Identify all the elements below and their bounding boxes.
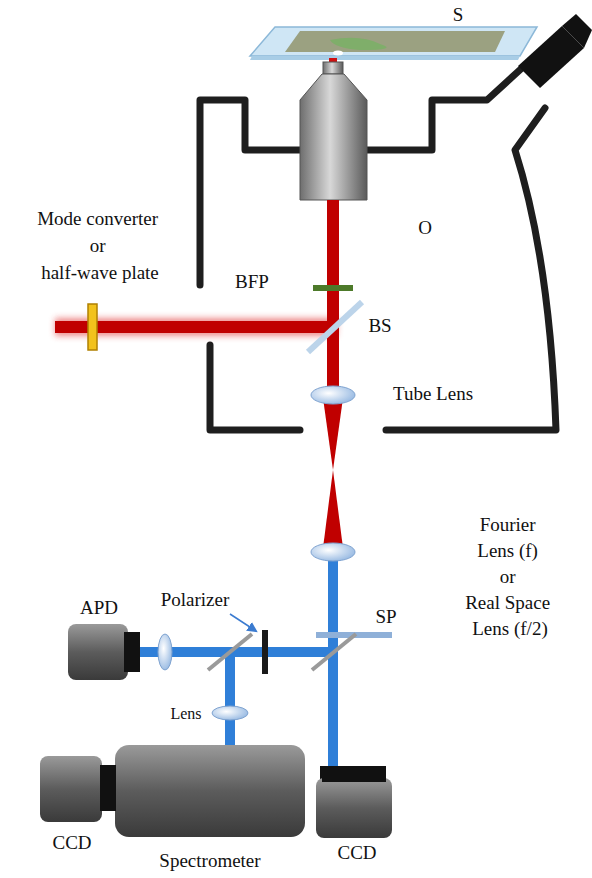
- label-line: Fourier: [465, 512, 555, 538]
- apd-detector: [68, 624, 128, 680]
- blue-beam: [135, 556, 338, 768]
- ccd-camera: [40, 756, 102, 822]
- ccd-mount: [100, 765, 116, 811]
- red-beam: [327, 200, 339, 390]
- focused-beam: [323, 398, 343, 470]
- sample: [285, 31, 505, 52]
- eyepiece-cap: [562, 14, 592, 48]
- polarizer: [262, 630, 268, 674]
- leader-arrow: [230, 614, 256, 631]
- label-line: Lens (f/2): [465, 616, 555, 642]
- apd-lens: [158, 634, 172, 670]
- label-line: Real Space: [465, 590, 555, 616]
- apd-face: [124, 632, 140, 672]
- part-label: Lens: [170, 702, 201, 726]
- objective-tip: [323, 62, 343, 74]
- part-label: SP: [375, 605, 396, 629]
- part-label: BS: [368, 314, 391, 338]
- part-label: Spectrometer: [159, 849, 260, 873]
- part-label: S: [453, 3, 464, 27]
- part-label: CCD: [52, 831, 91, 855]
- microscope-body: [200, 68, 556, 430]
- label-line: or: [37, 232, 163, 259]
- part-label: Mode converter or half-wave plate: [37, 205, 163, 286]
- flip-mirror: [312, 634, 356, 670]
- part-label: Fourier Lens (f) or Real Space Lens (f/2…: [465, 512, 555, 642]
- part-label: CCD: [337, 841, 376, 865]
- slide-edge: [250, 56, 520, 60]
- label-line: or: [465, 564, 555, 590]
- tube-lens: [311, 386, 355, 404]
- ccd-camera: [316, 778, 392, 838]
- spectrometer: [115, 745, 305, 837]
- objective: [300, 74, 367, 200]
- glass-slide: [250, 27, 537, 56]
- part-label: APD: [80, 596, 118, 620]
- wave-plate: [88, 304, 97, 350]
- part-label: Tube Lens: [393, 382, 473, 406]
- label-line: Mode converter: [37, 205, 163, 232]
- sample-spot: [333, 51, 343, 56]
- label-line: Lens (f): [465, 538, 555, 564]
- part-label: O: [418, 216, 432, 240]
- ccd-face: [322, 766, 386, 782]
- label-line: half-wave plate: [37, 259, 163, 286]
- part-label: BFP: [235, 270, 269, 294]
- part-label: Polarizer: [161, 588, 230, 612]
- beam-splitter: [308, 302, 362, 352]
- sample-flake: [330, 38, 387, 50]
- fourier-lens: [311, 543, 355, 561]
- flip-mirror: [208, 634, 252, 670]
- back-focal-plane: [313, 285, 353, 291]
- spectrometer-lens: [212, 706, 248, 720]
- diverging-beam: [323, 470, 343, 548]
